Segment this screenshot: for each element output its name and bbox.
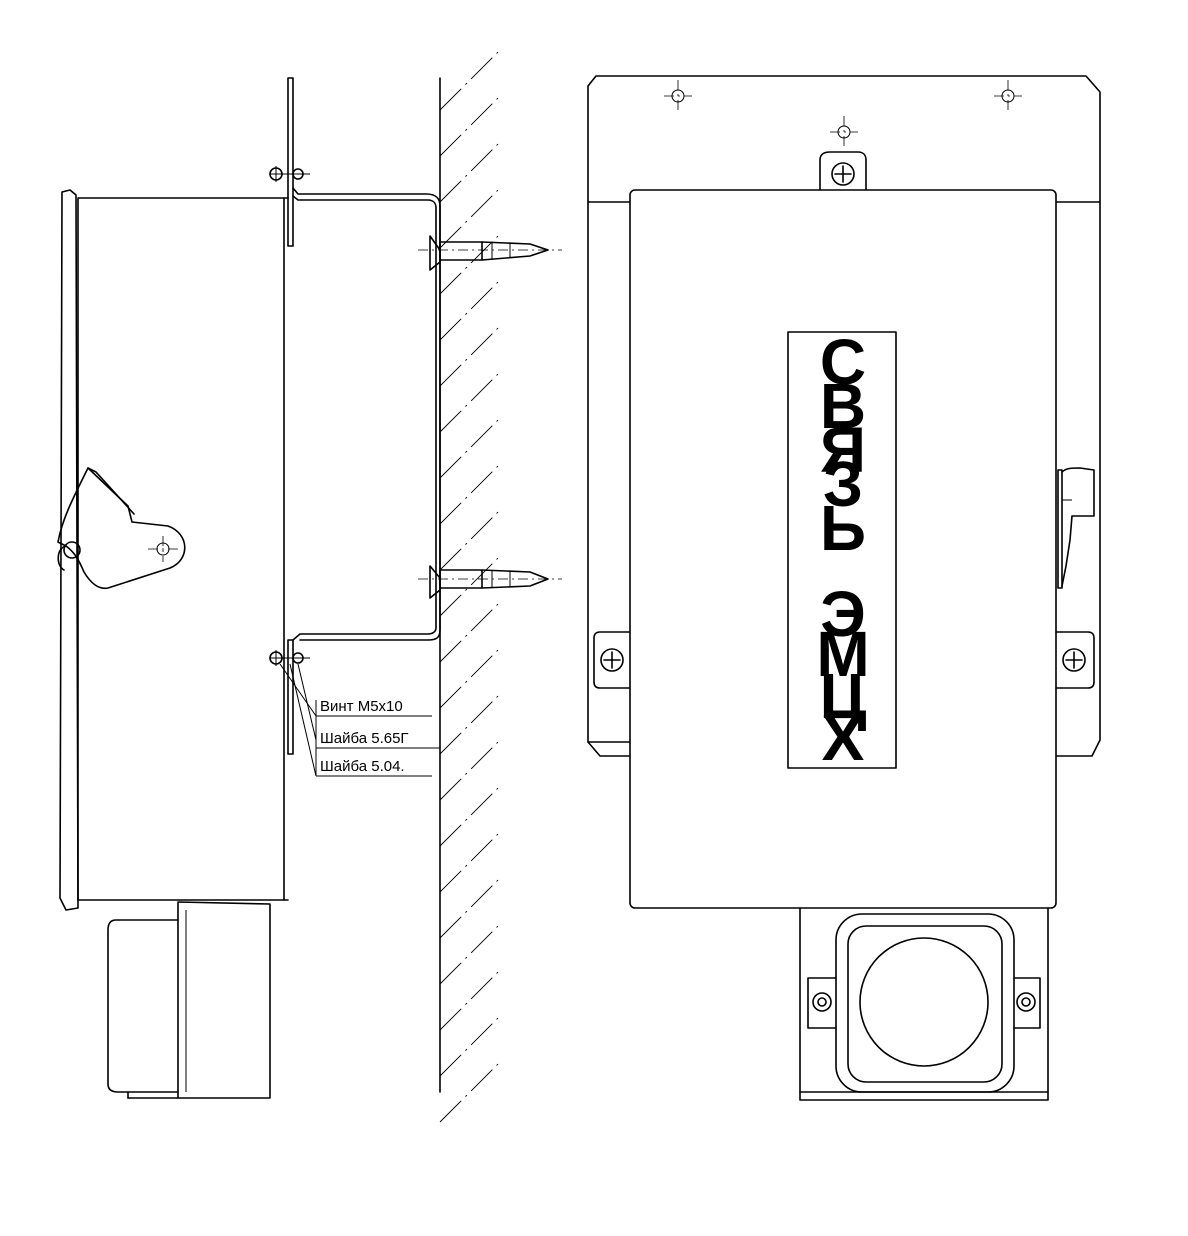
sign-panel [787, 331, 897, 769]
hatch-line [439, 281, 499, 341]
front-view: С В Я З Ь Э М Ц Х [587, 75, 1101, 1101]
hatch-line [439, 189, 499, 249]
hatch-line [439, 465, 499, 525]
hatch-line [439, 787, 499, 847]
sign-letter: С [820, 326, 866, 398]
sign-letter: Ь [820, 492, 866, 564]
hatch-line [439, 419, 499, 479]
sign-letter: Э [820, 578, 866, 650]
enclosure-side [59, 189, 289, 911]
bolt-icon [269, 166, 310, 182]
hatch-line [439, 557, 499, 617]
sign-letter: В [820, 370, 866, 442]
sign-text-word2: Э М Ц Х [816, 578, 869, 774]
bolt-icon [269, 650, 310, 666]
enclosure-front [629, 189, 1057, 909]
hatch-line [439, 1017, 499, 1077]
side-tab-left [593, 631, 631, 689]
hatch-line [439, 649, 499, 709]
sign-letter: Ц [820, 660, 867, 732]
hatch-line [439, 879, 499, 939]
hatch-line [439, 373, 499, 433]
hatch-line [439, 235, 499, 295]
mounting-bracket-side [269, 77, 441, 755]
hatch-line [439, 51, 499, 111]
sign-letter: Х [822, 702, 865, 774]
sign-letter: М [816, 618, 869, 690]
callout-flat-washer: Шайба 5.04. [320, 758, 405, 775]
lock-handle-front [1057, 467, 1095, 589]
wall-screw-icon [418, 565, 562, 599]
speaker-side [107, 901, 271, 1099]
sign-letter: З [823, 448, 863, 520]
wall-screw-icon [418, 235, 562, 271]
callout-spring-washer: Шайба 5.65Г [320, 730, 409, 747]
hatch-line [439, 1063, 499, 1123]
side-tab-right [1055, 631, 1095, 689]
callout-screw: Винт М5х10 [320, 698, 403, 715]
top-tab [819, 151, 867, 191]
hatch-line [439, 97, 499, 157]
mounting-hole-icon [994, 80, 1022, 112]
hatch-line [439, 741, 499, 801]
hatch-line [439, 603, 499, 663]
side-view: Винт М5х10 Шайба 5.65Г Шайба 5.04. [57, 51, 562, 1123]
speaker-front [799, 907, 1049, 1101]
hatch-line [439, 511, 499, 571]
sign-text-word1: С В Я З Ь [820, 326, 866, 564]
hatch-line [439, 925, 499, 985]
wall-hatching [439, 51, 499, 1123]
hatch-line [439, 695, 499, 755]
fastener-callout: Винт М5х10 Шайба 5.65Г Шайба 5.04. [279, 663, 440, 777]
hatch-line [439, 143, 499, 203]
nut-icon [812, 992, 832, 1012]
mounting-hole-icon [664, 80, 692, 112]
hatch-line [439, 971, 499, 1031]
mounting-hole-icon [830, 116, 858, 148]
nut-icon [1016, 992, 1036, 1012]
hatch-line [439, 833, 499, 893]
sign-letter: Я [820, 414, 866, 486]
lock-handle [57, 467, 186, 590]
hatch-line [439, 327, 499, 387]
